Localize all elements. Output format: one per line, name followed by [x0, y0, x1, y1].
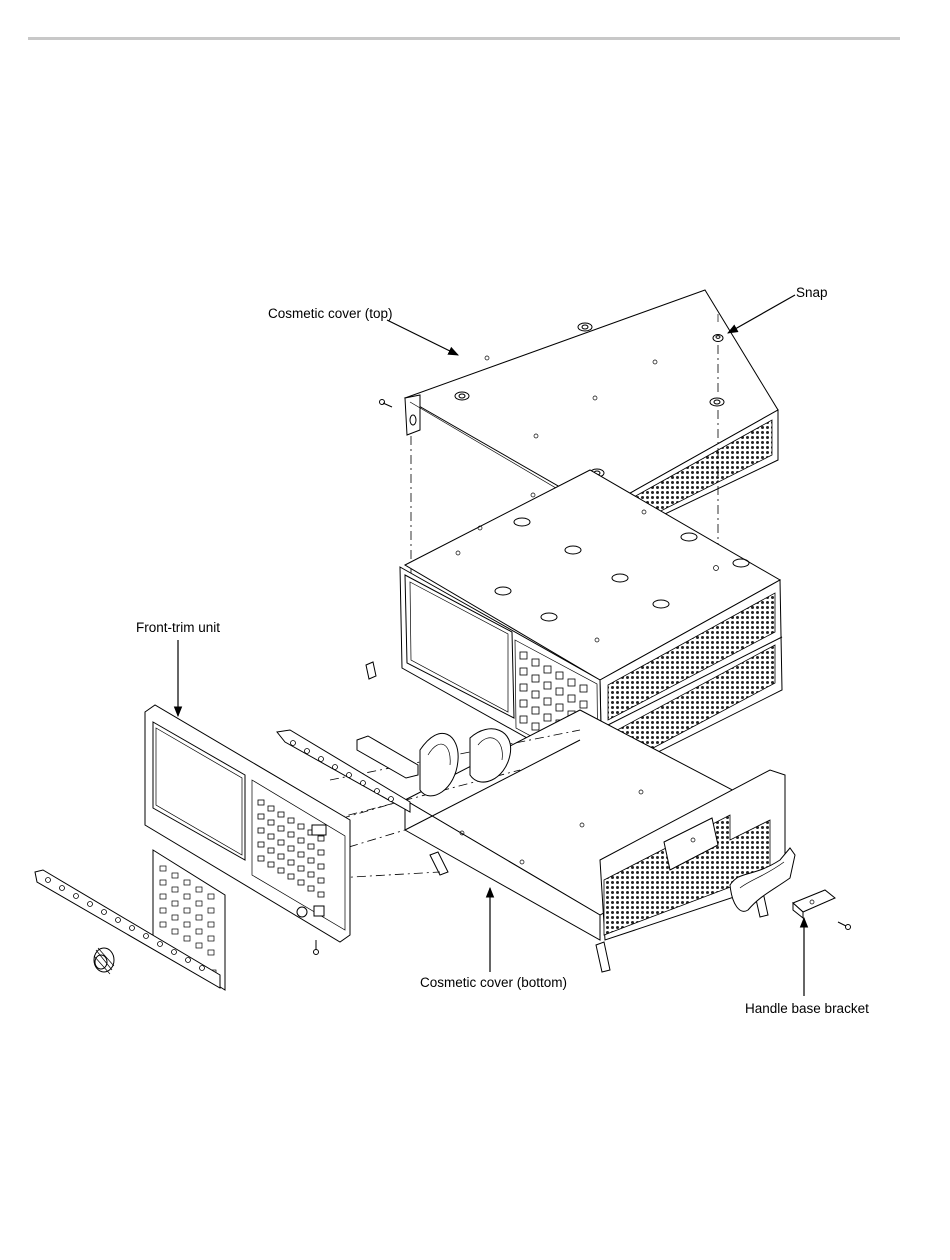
callout-label-cover-bottom: Cosmetic cover (bottom)	[420, 975, 567, 990]
handle-base-bracket	[793, 890, 851, 930]
callout-cover-top: Cosmetic cover (top)	[268, 306, 458, 355]
callout-label-front-trim: Front-trim unit	[136, 620, 220, 635]
callout-label-snap: Snap	[796, 285, 828, 300]
callout-label-cover-top: Cosmetic cover (top)	[268, 306, 393, 321]
callout-front-trim: Front-trim unit	[136, 620, 220, 716]
callout-label-handle-bracket: Handle base bracket	[745, 1001, 869, 1016]
knob	[94, 948, 114, 974]
cosmetic-cover-bottom	[405, 710, 785, 972]
screw-top-left	[380, 400, 393, 408]
small-foot	[366, 662, 376, 679]
front-trim-screw	[314, 940, 319, 955]
callout-handle-bracket: Handle base bracket	[745, 918, 869, 1016]
callout-snap: Snap	[728, 285, 828, 333]
